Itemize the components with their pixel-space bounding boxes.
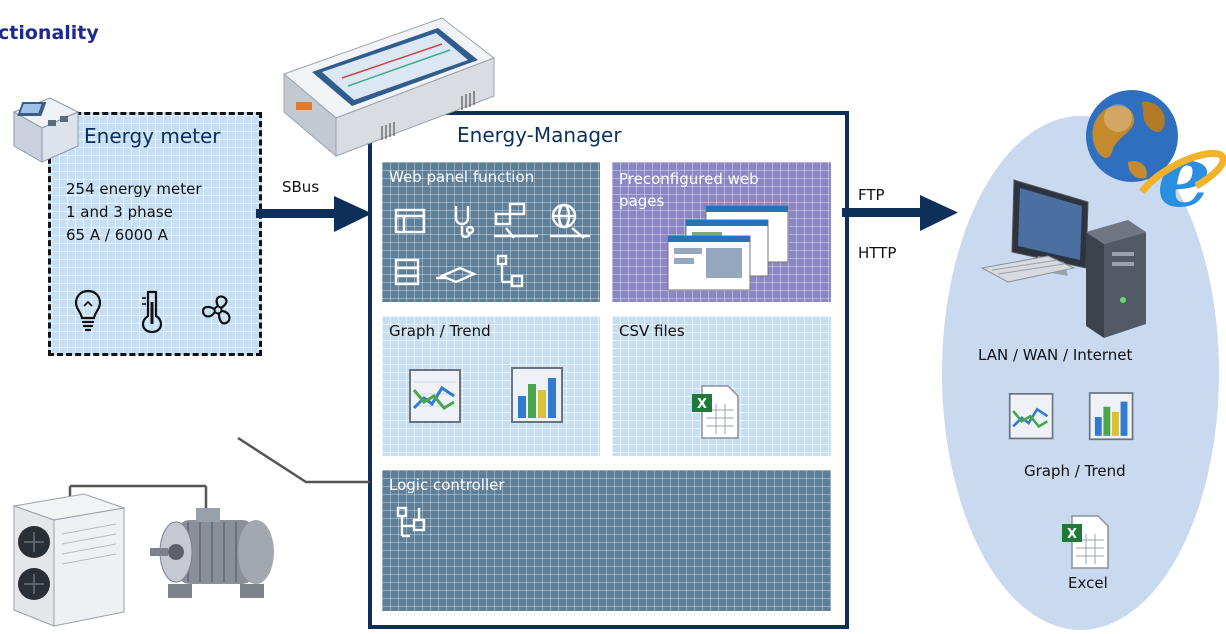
logic-controller-tile: Logic controller: [382, 470, 831, 611]
energy-meter-line-2: 1 and 3 phase: [66, 203, 173, 221]
fan-icon: [201, 295, 231, 325]
page-title: ctionality: [0, 22, 99, 44]
svg-text:X: X: [1067, 527, 1077, 542]
svg-text:X: X: [697, 397, 707, 412]
http-label: HTTP: [858, 244, 897, 262]
logic-controller-label: Logic controller: [389, 476, 505, 494]
logic-flow-icon: [396, 506, 426, 538]
web-panel-icons: [394, 202, 590, 288]
excel-file-icon: X: [692, 385, 739, 439]
energy-meter-line-1: 254 energy meter: [66, 180, 202, 198]
network-excel-label: Excel: [1068, 574, 1108, 592]
energy-manager-title: Energy-Manager: [457, 123, 622, 147]
graph-trend-label: Graph / Trend: [389, 322, 491, 340]
electric-motor-image: [150, 508, 274, 598]
ftp-label: FTP: [858, 186, 885, 204]
thermometer-icon: [141, 290, 163, 334]
network-graph-trend-label: Graph / Trend: [1024, 462, 1126, 480]
network-excel-icon: X: [1062, 515, 1109, 569]
network-bar-chart-icon: [1088, 392, 1134, 441]
light-bulb-icon: [74, 289, 102, 332]
computer-icon: [980, 179, 1146, 338]
globe-internet-icon: e: [1086, 90, 1226, 226]
energy-meter-line-3: 65 A / 6000 A: [66, 226, 168, 244]
web-panel-function-label: Web panel function: [389, 168, 535, 186]
energy-meter-box: [48, 112, 262, 356]
web-pages-screenshot-icon: [667, 205, 789, 291]
line-chart-icon: [409, 369, 461, 423]
web-panel-function-tile: Web panel function: [382, 162, 600, 302]
web-panel-device-image: [283, 17, 496, 158]
ftp-http-arrow: [842, 195, 958, 231]
sbus-arrow: [256, 196, 372, 232]
network-line-chart-icon: [1008, 393, 1054, 440]
energy-meter-title: Energy meter: [84, 124, 221, 148]
csv-files-label: CSV files: [619, 322, 685, 340]
chiller-unit-image: [12, 493, 126, 627]
preconfigured-pages-tile: Preconfigured web pages: [612, 162, 831, 302]
sbus-label: SBus: [282, 178, 320, 196]
energy-meter-device-icon: [12, 97, 80, 163]
svg-text:e: e: [1157, 127, 1210, 226]
lan-wan-internet-label: LAN / WAN / Internet: [978, 346, 1133, 364]
bar-chart-icon: [511, 367, 563, 423]
preconfigured-pages-label: Preconfigured web pages: [619, 170, 759, 210]
